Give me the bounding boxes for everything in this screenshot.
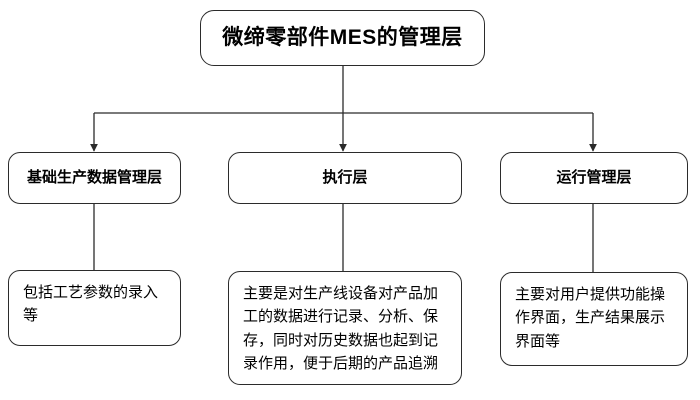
node-detail-operation-management[interactable]: 主要对用户提供功能操作界面，生产结果展示界面等 <box>500 272 688 366</box>
node-label: 主要对用户提供功能操作界面，生产结果展示界面等 <box>515 286 666 350</box>
node-label: 基础生产数据管理层 <box>26 169 162 187</box>
node-management-layer-title[interactable]: 微缔零部件MES的管理层 <box>200 10 485 66</box>
node-label: 包括工艺参数的录入等 <box>23 284 159 325</box>
node-label: 运行管理层 <box>556 169 632 187</box>
node-detail-execution[interactable]: 主要是对生产线设备对产品加工的数据进行记录、分析、保存，同时对历史数据也起到记录… <box>228 271 462 385</box>
node-label: 主要是对生产线设备对产品加工的数据进行记录、分析、保存，同时对历史数据也起到记录… <box>243 285 439 372</box>
node-basic-production-data-layer[interactable]: 基础生产数据管理层 <box>8 152 181 204</box>
node-label: 执行层 <box>322 169 368 187</box>
node-execution-layer[interactable]: 执行层 <box>228 152 462 204</box>
node-label: 微缔零部件MES的管理层 <box>222 25 463 49</box>
node-operation-management-layer[interactable]: 运行管理层 <box>500 152 688 204</box>
node-detail-basic-production-data[interactable]: 包括工艺参数的录入等 <box>8 270 181 346</box>
